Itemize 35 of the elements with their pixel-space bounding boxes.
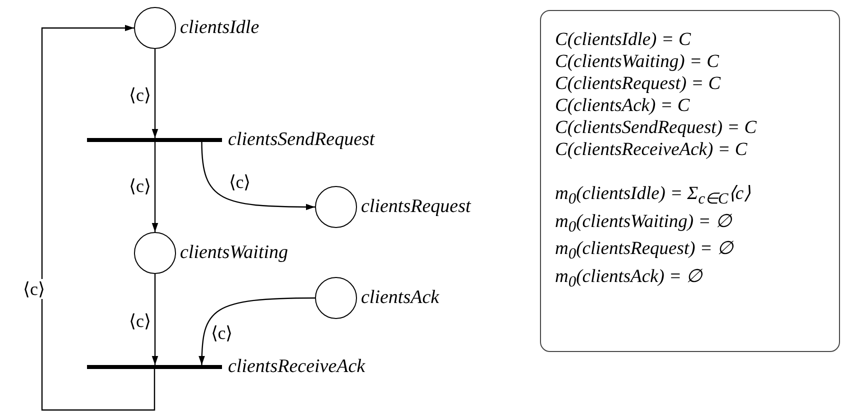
equation: C(clientsWaiting) = C (555, 51, 720, 73)
arrow (41, 24, 156, 411)
edge-label: ⟨c⟩ (210, 322, 234, 342)
edge-label: ⟨c⟩ (128, 176, 152, 196)
edge-label: ⟨c⟩ (128, 310, 152, 330)
equation: C(clientsReceiveAck) = C (555, 139, 748, 161)
equation: m$_{0}$(clientsWaiting) = ∅ (555, 210, 733, 238)
transition-bar (87, 365, 222, 369)
place-name: clientsAck (361, 287, 440, 309)
equation: C(clientsAck) = C (555, 95, 691, 117)
equation: C(clientsRequest) = C (555, 73, 722, 95)
place-circle (134, 232, 176, 274)
equation: C(clientsIdle) = C (555, 29, 692, 51)
equation: m$_{0}$(clientsIdle) = Σ$_{c∈C}$⟨c⟩ (555, 183, 752, 210)
place-name: clientsReceiveAck (228, 356, 366, 378)
edge-label: ⟨c⟩ (22, 279, 46, 299)
equation: C(clientsSendRequest) = C (555, 117, 758, 139)
arrow (152, 274, 158, 365)
place-circle (315, 186, 357, 228)
arrow (152, 142, 158, 232)
place-circle (315, 277, 357, 319)
equation: m$_{0}$(clientsAck) = ∅ (555, 266, 704, 293)
place-name: clientsIdle (180, 17, 260, 39)
arrow (152, 49, 158, 138)
arrow (198, 297, 315, 366)
place-name: clientsRequest (361, 196, 471, 218)
place-name: clientsSendRequest (228, 129, 375, 151)
equation: m$_{0}$(clientsRequest) = ∅ (555, 238, 734, 266)
edge-label: ⟨c⟩ (128, 84, 152, 104)
arrow (201, 142, 315, 210)
place-name: clientsWaiting (180, 242, 288, 264)
definition-panel (540, 10, 840, 352)
transition-bar (87, 138, 222, 142)
edge-label: ⟨c⟩ (228, 172, 252, 192)
place-circle (134, 7, 176, 49)
